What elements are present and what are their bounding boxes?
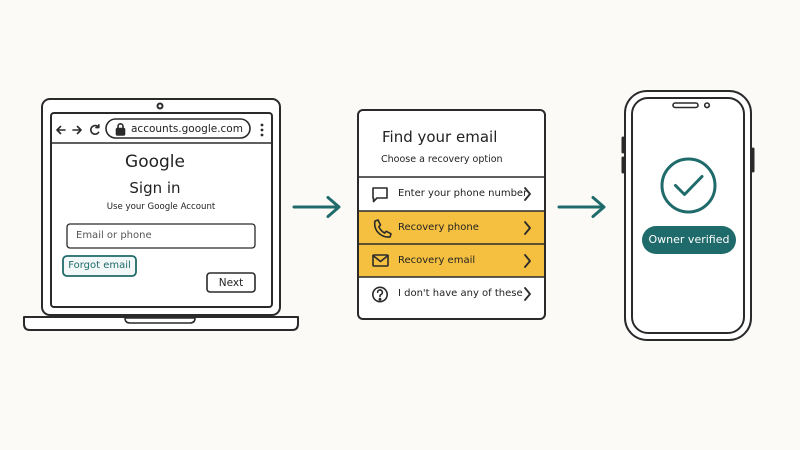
arrow-laptop-to-panel xyxy=(292,196,341,218)
phone-camera xyxy=(703,102,711,109)
email-input-box[interactable] xyxy=(66,223,256,249)
forward-arrow-icon[interactable] xyxy=(72,125,82,135)
reload-icon[interactable] xyxy=(90,124,100,135)
flow-arrows xyxy=(292,196,606,218)
forgot-email-link[interactable]: Forgot email xyxy=(68,259,131,271)
panel-title: Find your email xyxy=(382,128,498,146)
arrow-panel-to-phone xyxy=(557,196,606,218)
question-circle-icon xyxy=(371,286,388,303)
owner-verified-badge-bg xyxy=(642,226,736,254)
back-arrow-icon[interactable] xyxy=(56,125,66,135)
sign-in-heading: Sign in xyxy=(129,179,181,197)
option-row-none[interactable]: I don't have any of these xyxy=(358,278,545,310)
lock-icon xyxy=(115,123,126,136)
option-label: Recovery email xyxy=(398,255,476,266)
option-row-recovery-phone[interactable]: Recovery phone xyxy=(358,212,545,244)
option-label: Enter your phone number xyxy=(398,188,528,199)
laptop-camera xyxy=(156,102,164,110)
option-highlight-recovery-phone xyxy=(358,211,545,244)
brand-logo-text: Google xyxy=(125,152,185,172)
envelope-icon xyxy=(372,254,389,267)
phone-handset-icon xyxy=(373,219,392,238)
check-circle-icon xyxy=(660,157,717,214)
option-row-phone-number[interactable]: Enter your phone number xyxy=(358,178,545,210)
chevron-right-icon[interactable] xyxy=(524,221,531,235)
next-button[interactable]: Next xyxy=(218,276,244,289)
url-text: accounts.google.com xyxy=(131,123,243,135)
sign-in-subheading: Use your Google Account xyxy=(106,202,216,212)
chevron-right-icon[interactable] xyxy=(524,287,531,301)
chat-bubble-icon xyxy=(372,187,388,203)
forgot-email-box[interactable] xyxy=(62,255,137,277)
panel-subtitle: Choose a recovery option xyxy=(381,154,503,165)
option-label: I don't have any of these xyxy=(398,288,523,299)
recovery-panel xyxy=(357,109,546,320)
kebab-menu-icon[interactable] xyxy=(260,123,264,137)
smartphone xyxy=(621,90,755,341)
phone-speaker xyxy=(672,102,699,109)
chevron-right-icon[interactable] xyxy=(524,254,531,268)
url-bar[interactable] xyxy=(105,118,251,139)
option-highlight-recovery-email xyxy=(358,244,545,277)
email-input-placeholder[interactable]: Email or phone xyxy=(76,230,152,241)
next-button-box[interactable] xyxy=(206,272,256,293)
option-label: Recovery phone xyxy=(398,222,479,233)
chevron-right-icon[interactable] xyxy=(524,187,531,201)
option-row-recovery-email[interactable]: Recovery email xyxy=(358,245,545,277)
laptop-notch xyxy=(124,317,196,324)
owner-verified-badge: Owner verified xyxy=(648,233,730,246)
phone-screen xyxy=(631,97,745,334)
